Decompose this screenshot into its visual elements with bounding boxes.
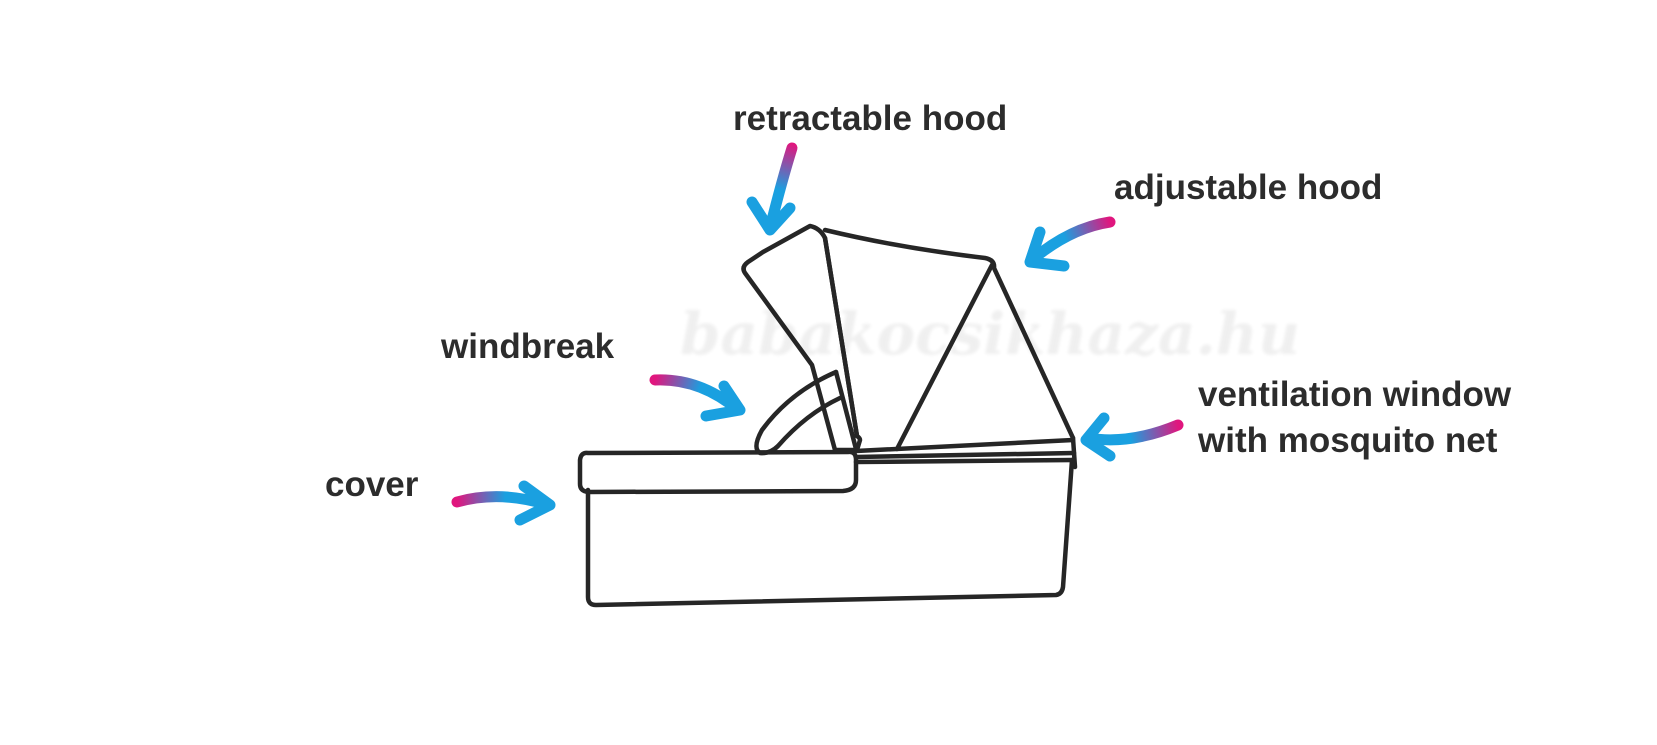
- rim-top-line: [853, 437, 1076, 454]
- arrow-retractable-hood: [746, 142, 798, 236]
- windbreak-hinge: [833, 369, 859, 452]
- label-ventilation-line-2: with mosquito net: [1198, 421, 1498, 460]
- label-retractable-hood: retractable hood: [733, 99, 1008, 138]
- label-windbreak: windbreak: [441, 327, 615, 366]
- adjustable-hood-inner-edge: [894, 262, 995, 452]
- bassinet-body: [577, 223, 1078, 608]
- rim-middle-line: [853, 450, 1077, 460]
- arrow-adjustable-hood: [1024, 216, 1116, 272]
- rim-bottom-line: [853, 457, 1077, 465]
- arrow-ventilation-window: [1080, 412, 1184, 462]
- label-cover: cover: [325, 465, 419, 504]
- windbreak-outline: [754, 369, 843, 456]
- label-ventilation-line-1: ventilation window: [1198, 375, 1512, 414]
- retractable-hood-fold: [822, 235, 860, 439]
- label-adjustable-hood: adjustable hood: [1114, 168, 1383, 207]
- arrow-cover: [451, 480, 556, 526]
- watermark-text: babakocsikhaza.hu: [680, 300, 1301, 368]
- label-ventilation-window: ventilation window with mosquito net: [1198, 372, 1511, 464]
- basket-body-outline: [585, 457, 1075, 608]
- arrow-windbreak: [649, 374, 746, 422]
- rim-end-cap: [1070, 435, 1078, 470]
- cover-apron-outline: [577, 449, 859, 495]
- retractable-hood-outline: [741, 223, 863, 453]
